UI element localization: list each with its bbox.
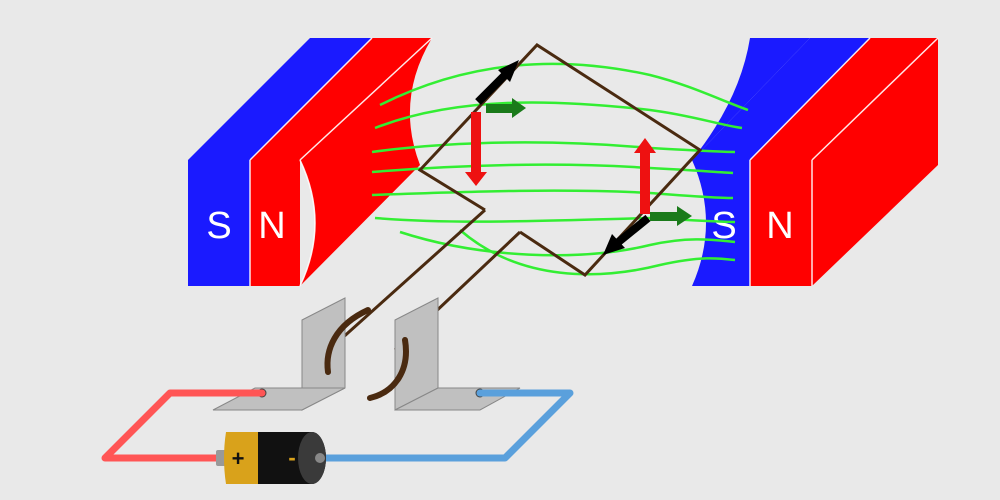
battery-positive-nub [216,450,226,466]
coil-lead-1 [338,208,487,342]
coil-loop [417,43,703,277]
left-magnet: S N [188,37,433,287]
right-magnet-side [812,38,938,286]
rotation-arrows [465,112,656,214]
current-arrow-bottom [603,214,651,255]
field-line [459,229,736,276]
right-magnet-north-top [750,38,938,160]
positive-wire [101,389,266,462]
right-magnet-north-label: N [766,205,793,247]
field-line [371,141,736,154]
left-magnet-edges [249,37,433,287]
field-line [374,101,743,130]
left-magnet-north-face [250,160,300,286]
commutator-half-lower [367,337,409,401]
right-magnet-north-face [750,160,812,286]
force-arrow-top [486,98,526,118]
current-arrows [475,60,651,255]
left-magnet-curved-pole [300,38,432,286]
right-magnet-edges [749,37,939,286]
force-arrow-bottom [650,206,692,226]
magnetic-field-lines [371,62,749,276]
field-line [379,62,749,112]
right-magnet-south-face [692,160,750,286]
left-magnet-south-label: S [206,205,231,247]
left-magnet-south-face [188,160,250,286]
force-arrows [486,98,692,226]
commutator-half-upper [324,307,371,375]
commutator [324,307,409,401]
field-line [374,216,736,224]
left-magnet-north-top [250,38,432,160]
battery-positive-label: + [232,446,245,471]
right-magnet-south-top-band [692,38,870,160]
rotation-arrow-down [465,112,487,186]
right-magnet: S N [692,37,939,286]
battery-negative-label: - [288,445,295,470]
field-line [371,163,734,175]
negative-wire [318,389,574,462]
rotation-arrow-up [634,138,656,214]
battery: + - [216,432,326,484]
left-magnet-north-label: N [258,205,285,247]
battery-end [298,432,326,484]
left-magnet-south-top [188,38,372,160]
field-line [371,189,734,200]
battery-negative-terminal [315,453,325,463]
field-line [399,230,736,257]
circuit-wires [101,389,574,462]
current-arrow-top [475,60,519,105]
